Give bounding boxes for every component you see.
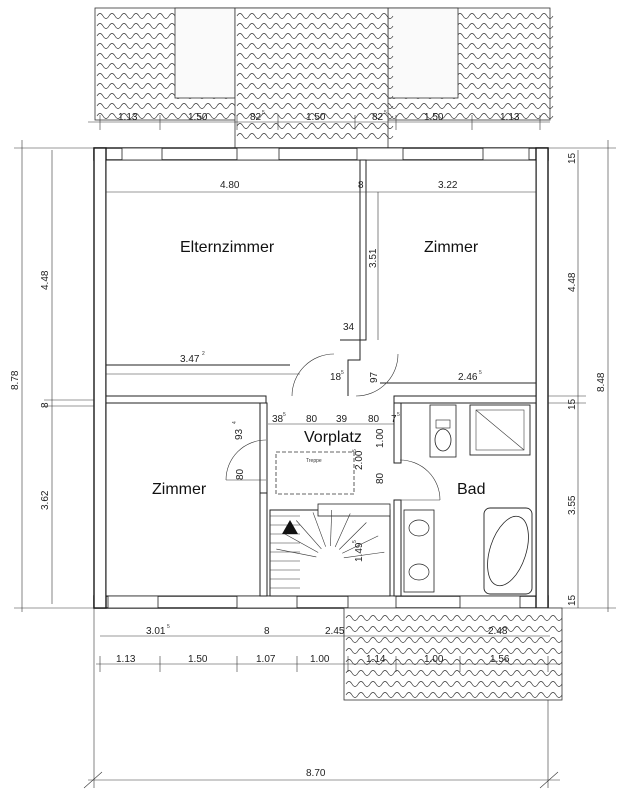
dim-39: 39 (336, 414, 348, 425)
dim-100v: 1.00 (375, 428, 386, 448)
dim-top-3: 82 (250, 112, 262, 123)
dim-bottom-b: 8 (264, 626, 270, 637)
dim-93-sup: 4 (232, 421, 238, 424)
dim-97: 97 (369, 371, 380, 383)
dim-top-4: 1.50 (306, 112, 326, 123)
dim-34: 34 (343, 322, 355, 333)
dim-bottom2-2: 1.50 (188, 654, 208, 665)
dim-zim-width: 3.22 (438, 180, 458, 191)
room-zimmer-bottom: Zimmer (152, 481, 207, 498)
dim-246-sup: 5 (479, 370, 482, 376)
dim-185-sup: 5 (341, 370, 344, 376)
dim-top-2: 1.50 (188, 112, 208, 123)
dim-bottom2-1: 1.13 (116, 654, 136, 665)
stair-label: Treppe (306, 458, 322, 464)
dim-347: 3.47 (180, 354, 200, 365)
dim-left-total: 8.78 (10, 370, 21, 390)
dim-bottom-d: 2.48 (488, 626, 508, 637)
dim-351: 3.51 (368, 248, 379, 268)
dim-347-sup: 2 (202, 351, 205, 357)
dim-top-5: 82 (372, 112, 384, 123)
room-labels: Elternzimmer Zimmer Zimmer Vorplatz Bad (152, 239, 485, 498)
dim-200: 2.00 (354, 450, 365, 470)
dim-left-upper: 4.48 (40, 270, 51, 290)
dim-246: 2.46 (458, 372, 478, 383)
dim-top-6: 1.50 (424, 112, 444, 123)
dim-149: 1.49 (354, 542, 365, 562)
dim-93: 93 (234, 428, 245, 440)
dim-149-sup: 5 (352, 540, 358, 543)
dim-top-5-sup: 5 (384, 110, 387, 116)
staircase: Treppe (269, 451, 391, 597)
dim-385-sup: 5 (283, 412, 286, 418)
dim-185: 18 (330, 372, 342, 383)
door-swings (225, 353, 441, 501)
dim-right-wall-mid: 15 (567, 398, 578, 410)
dim-right-wall-top: 15 (567, 152, 578, 164)
dim-total-width: 8.70 (306, 768, 326, 779)
dim-right-upper: 4.48 (567, 272, 578, 292)
stair-arrow-icon (282, 520, 298, 534)
room-bad: Bad (457, 481, 485, 498)
dim-bottom2-7: 1.56 (490, 654, 510, 665)
dim-7-sup: 5 (397, 412, 400, 418)
dim-80v: 80 (375, 472, 386, 484)
dim-elt-width: 4.80 (220, 180, 240, 191)
roof-top (94, 7, 554, 149)
dim-80a: 80 (306, 414, 318, 425)
room-zimmer-top: Zimmer (424, 239, 479, 256)
dim-385: 38 (272, 414, 284, 425)
dim-bottom2-5: 1.14 (366, 654, 386, 665)
roof-bottom (343, 607, 563, 701)
dim-bottom-a-sup: 5 (167, 624, 170, 630)
dim-right-wall-bot: 15 (567, 594, 578, 606)
dim-right-total: 8.48 (596, 372, 607, 392)
room-vorplatz: Vorplatz (304, 429, 362, 446)
room-elternzimmer: Elternzimmer (180, 239, 275, 256)
dim-bottom2-3: 1.07 (256, 654, 276, 665)
dim-bottom2-4: 1.00 (310, 654, 330, 665)
dim-7: 7 (391, 414, 397, 425)
dim-top-1: 1.13 (118, 112, 138, 123)
bath-fixtures (403, 404, 533, 595)
dim-wall-8: 8 (358, 180, 364, 191)
dim-left-lower: 3.62 (40, 490, 51, 510)
dim-top-3-sup: 5 (262, 110, 265, 116)
dims-right: 15 4.48 15 3.55 15 8.48 (548, 140, 616, 612)
dim-left-wall: 8 (40, 402, 51, 408)
dim-bottom-c: 2.45 (325, 626, 345, 637)
dim-200-sup: 5 (352, 449, 358, 452)
dim-bottom2-6: 1.00 (424, 654, 444, 665)
dims-top: 1.13 1.50 82 5 1.50 82 5 1.50 1.13 (88, 110, 550, 130)
dims-bottom: 3.01 5 8 2.45 2.48 1.13 1.50 1.07 1.00 1… (83, 608, 560, 789)
dim-80c: 80 (235, 468, 246, 480)
dims-inner: 4.80 8 3.22 3.51 34 3.47 2 18 5 97 2.46 … (106, 180, 536, 562)
dims-left: 8.78 4.48 8 3.62 (10, 140, 94, 612)
dim-top-7: 1.13 (500, 112, 520, 123)
dim-right-lower: 3.55 (567, 495, 578, 515)
dim-bottom-a: 3.01 (146, 626, 166, 637)
dim-80b: 80 (368, 414, 380, 425)
